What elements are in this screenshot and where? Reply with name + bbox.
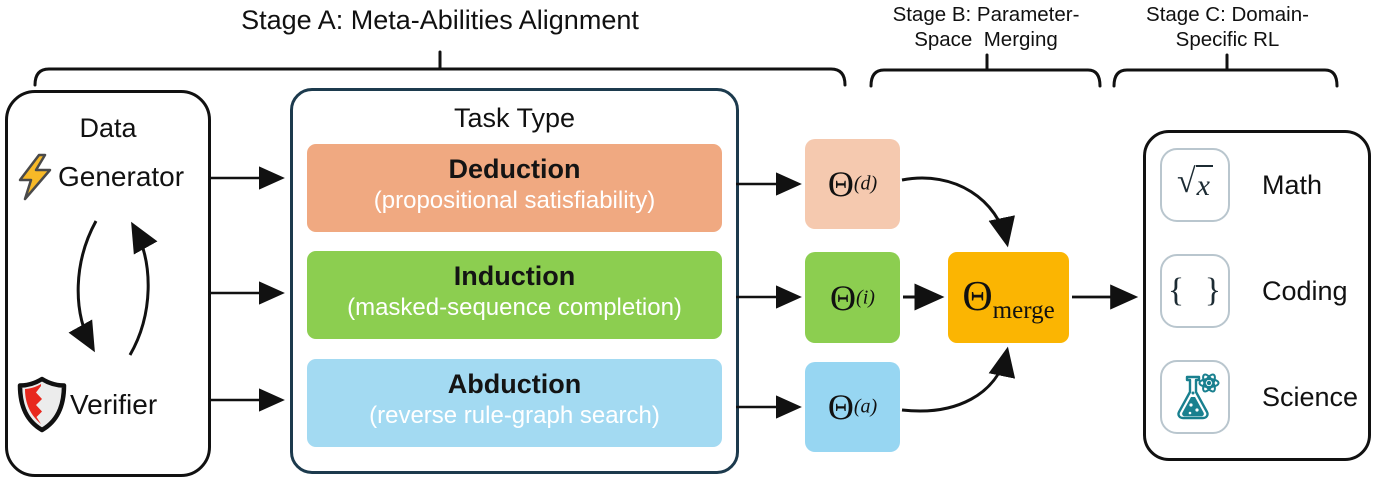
deduction-description: (propositional satisfiability) (373, 187, 656, 214)
theta-merge-box: Θmerge (948, 252, 1069, 343)
task-card-induction: Induction (masked-sequence completion) (307, 251, 722, 339)
induction-name: Induction (453, 261, 576, 291)
data-pipeline-box: Data Generator Verifier (5, 90, 211, 477)
induction-description: (masked-sequence completion) (347, 294, 682, 321)
radicand: x (1195, 165, 1213, 205)
shield-icon (16, 376, 68, 434)
domain-row-science: Science (1160, 360, 1358, 434)
science-label: Science (1262, 381, 1359, 412)
theta-abduction-box: Θ(a) (805, 362, 900, 452)
generator-label: Generator (58, 161, 185, 192)
task-type-box: Task Type Deduction (propositional satis… (290, 88, 739, 474)
stage-b-label: Stage B: Parameter- Space Merging (880, 3, 1092, 52)
theta-d-symbol: Θ (827, 164, 854, 204)
stage-a-brace (33, 50, 847, 87)
task-to-theta-arrows (736, 172, 802, 419)
abduction-description: (reverse rule-graph search) (369, 402, 660, 429)
lightning-bolt-icon (14, 153, 58, 201)
task-card-deduction: Deduction (propositional satisfiability) (307, 144, 722, 232)
theta-merge-subscript: merge (992, 296, 1055, 324)
flask-atom-icon (1160, 360, 1230, 434)
task-type-title: Task Type (453, 103, 576, 133)
theta-d-superscript: (d) (853, 172, 878, 195)
stage-c-line2: Specific RL (1175, 27, 1280, 51)
stage-b-brace (869, 53, 1102, 88)
theta-a-superscript: (a) (853, 395, 878, 418)
data-box-title: Data (79, 113, 137, 143)
verifier-label: Verifier (70, 389, 158, 420)
theta-induction-box: Θ(i) (805, 252, 900, 343)
theta-merge-symbol: Θ (962, 273, 993, 320)
stage-c-brace (1112, 53, 1339, 88)
verifier-row: Verifier (16, 376, 206, 434)
theta-a-symbol: Θ (827, 387, 854, 427)
data-to-task-arrows (208, 166, 285, 412)
task-card-abduction: Abduction (reverse rule-graph search) (307, 359, 722, 447)
curly-braces-icon: { } (1160, 254, 1230, 328)
theta-i-symbol: Θ (830, 277, 857, 318)
theta-deduction-box: Θ(d) (805, 139, 900, 229)
domain-row-math: √x Math (1160, 148, 1352, 222)
generator-row: Generator (14, 153, 204, 201)
abduction-name: Abduction (447, 369, 582, 399)
sqrt-x-icon: √x (1160, 148, 1230, 222)
deduction-name: Deduction (448, 154, 581, 184)
braces-glyph: { } (1167, 272, 1228, 309)
stage-b-line1: Stage B: Parameter- (892, 3, 1080, 26)
stage-b-line2: Space Merging (914, 27, 1058, 51)
stage-c-line1: Stage C: Domain- (1146, 3, 1309, 26)
domain-box: √x Math { } Coding (1143, 130, 1371, 461)
radical-sign: √ (1177, 163, 1196, 201)
stage-a-label: Stage A: Meta-Abilities Alignment (241, 5, 639, 35)
coding-label: Coding (1262, 275, 1348, 306)
domain-row-coding: { } Coding (1160, 254, 1352, 328)
theta-i-superscript: (i) (856, 286, 875, 309)
math-label: Math (1262, 169, 1323, 200)
stage-c-label: Stage C: Domain- Specific RL (1115, 3, 1340, 52)
